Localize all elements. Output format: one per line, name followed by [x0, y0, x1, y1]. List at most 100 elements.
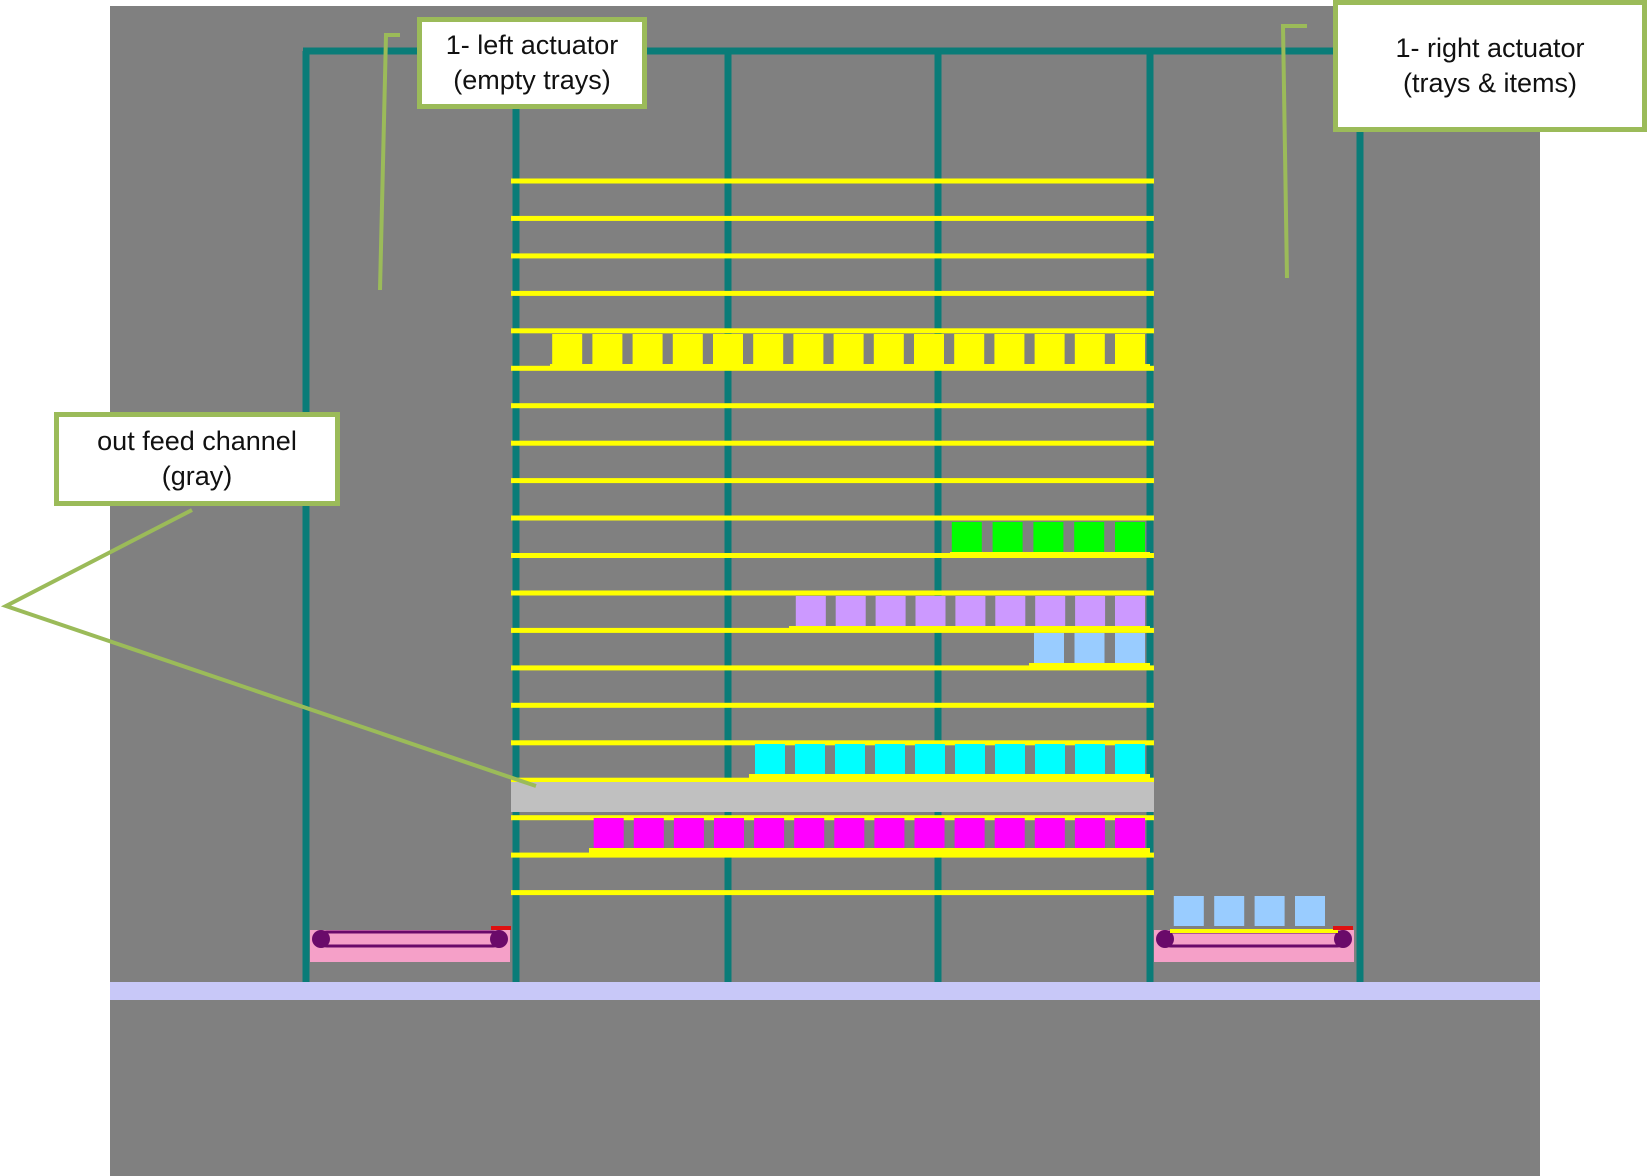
item-box: [1214, 896, 1245, 926]
item-box: [755, 744, 785, 774]
item-box: [754, 818, 785, 848]
outfeed-callout: out feed channel (gray): [54, 412, 340, 506]
item-box: [875, 596, 906, 626]
item-box: [1034, 818, 1065, 848]
tray: [749, 774, 1150, 779]
shelf: [511, 290, 1154, 296]
item-box: [1115, 334, 1145, 364]
item-box: [1035, 596, 1066, 626]
item-box: [954, 334, 985, 364]
item-box: [874, 818, 905, 848]
outfeed-leader: [0, 508, 537, 788]
shelf: [511, 178, 1154, 184]
item-box: [1074, 633, 1105, 663]
outfeed-label-line1: out feed channel: [97, 426, 297, 456]
shelf: [511, 553, 1154, 558]
shelf: [511, 403, 1154, 409]
cyan-items: [749, 744, 1150, 779]
item-box: [1115, 633, 1145, 663]
shelf: [511, 328, 1154, 334]
shelf: [511, 852, 1154, 858]
item-box: [753, 334, 784, 364]
item-box: [1074, 818, 1105, 848]
shelf: [511, 478, 1154, 484]
item-box: [632, 334, 663, 364]
item-box: [1074, 334, 1105, 364]
item-box: [1115, 596, 1145, 626]
item-box: [834, 818, 865, 848]
item-box: [875, 744, 905, 774]
item-box: [873, 334, 904, 364]
item-box: [673, 818, 704, 848]
item-box: [1035, 744, 1065, 774]
items: [550, 334, 1325, 926]
item-box: [915, 744, 945, 774]
shelf: [511, 815, 1154, 821]
item-box: [915, 596, 946, 626]
tray: [950, 552, 1150, 557]
shelf: [511, 702, 1154, 708]
right-conveyor: [1154, 926, 1354, 962]
item-box: [835, 596, 866, 626]
conveyor-roller: [1156, 930, 1174, 948]
right-actuator-label-line2: (trays & items): [1402, 68, 1577, 98]
item-box: [995, 596, 1026, 626]
tray: [589, 848, 1150, 853]
tray: [789, 626, 1150, 631]
conveyor-belt: [318, 930, 502, 948]
stop-marker: [491, 926, 511, 930]
item-box: [592, 334, 623, 364]
tray: [550, 364, 1150, 369]
floor-strip: [110, 982, 1540, 1000]
right-actuator-label-line1: 1- right actuator: [1395, 33, 1585, 63]
item-box: [954, 818, 985, 848]
item-box: [833, 334, 864, 364]
item-box: [1074, 522, 1105, 552]
left-actuator-callout: 1- left actuator (empty trays): [417, 17, 647, 109]
stop-marker: [1333, 926, 1353, 930]
item-box: [951, 522, 982, 552]
item-box: [995, 744, 1025, 774]
item-box: [794, 818, 825, 848]
green-items: [950, 522, 1150, 557]
item-box: [1115, 744, 1145, 774]
conveyor-tray: [1170, 929, 1338, 933]
outfeed-channel: [511, 782, 1154, 812]
outfeed-label-line2: (gray): [161, 461, 233, 491]
shelf: [511, 665, 1154, 671]
shelf: [511, 215, 1154, 221]
item-box: [914, 334, 944, 364]
conveyor-roller: [490, 930, 508, 948]
item-box: [835, 744, 865, 774]
conveyor-items: [1173, 896, 1325, 926]
item-box: [1115, 522, 1145, 552]
yellow-items: [550, 334, 1150, 369]
shelf: [511, 440, 1154, 446]
shelf: [511, 890, 1154, 896]
shelf: [511, 740, 1154, 746]
shelf: [511, 777, 1154, 783]
item-box: [994, 334, 1025, 364]
item-box: [1254, 896, 1285, 926]
left-conveyor: [310, 926, 511, 962]
item-box: [1115, 818, 1145, 848]
left-actuator-label-line2: (empty trays): [453, 65, 611, 95]
item-box: [955, 596, 986, 626]
item-box: [714, 818, 744, 848]
conveyor-roller: [312, 930, 330, 948]
item-box: [633, 818, 664, 848]
shelf: [511, 253, 1154, 259]
magenta-items: [589, 818, 1150, 853]
item-box: [713, 334, 743, 364]
callout-leaders: [0, 24, 1307, 788]
item-box: [552, 334, 583, 364]
item-box: [795, 596, 826, 626]
conveyor-roller: [1334, 930, 1352, 948]
item-box: [1075, 744, 1105, 774]
item-box: [795, 744, 825, 774]
lavender-items: [789, 596, 1150, 631]
item-box: [1034, 633, 1064, 663]
light-blue-items: [1029, 633, 1150, 668]
left-actuator-label-line1: 1- left actuator: [445, 30, 619, 60]
item-box: [793, 334, 824, 364]
